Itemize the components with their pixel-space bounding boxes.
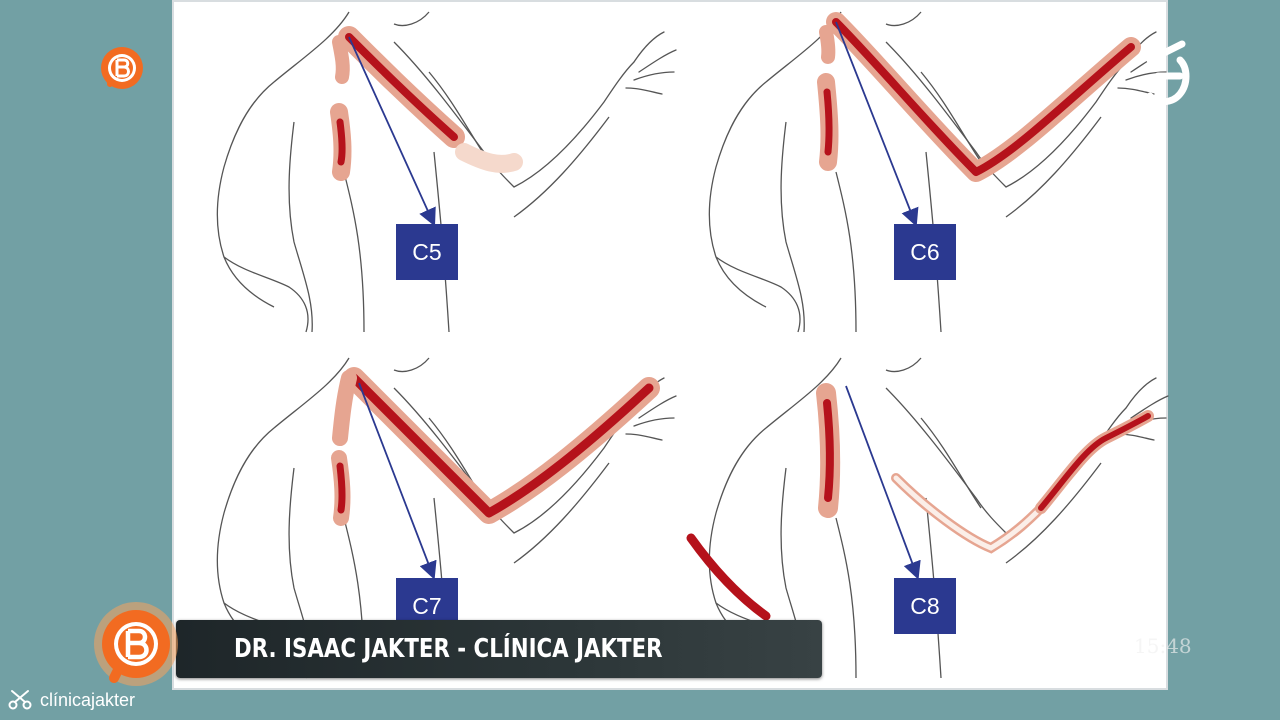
panel-c8: [686, 357, 1169, 679]
bienvenidos-b-logo-large-icon: [94, 602, 178, 686]
segment-label-c8: C8: [894, 578, 956, 634]
panel-c6: [708, 11, 1169, 333]
footer-brand: clínicajakter: [8, 686, 135, 714]
panel-c7: [216, 357, 677, 679]
segment-label-c5: C5: [396, 224, 458, 280]
broadcast-clock: 15:48: [1134, 634, 1192, 658]
scissors-icon: [8, 690, 32, 710]
channel-13-logo-icon: [1146, 40, 1190, 106]
footer-brand-label: clínicajakter: [40, 689, 136, 710]
lower-third-caption: DR. ISAAC JAKTER - CLÍNICA JAKTER: [234, 634, 663, 664]
segment-label-c6: C6: [894, 224, 956, 280]
lower-third-banner: DR. ISAAC JAKTER - CLÍNICA JAKTER: [176, 620, 822, 678]
panel-c5: [216, 11, 677, 333]
bienvenidos-b-logo-icon: [101, 47, 143, 89]
dermatome-slide: C5 C6 C7 C8: [172, 0, 1169, 690]
dermatome-diagram: [216, 11, 1169, 679]
